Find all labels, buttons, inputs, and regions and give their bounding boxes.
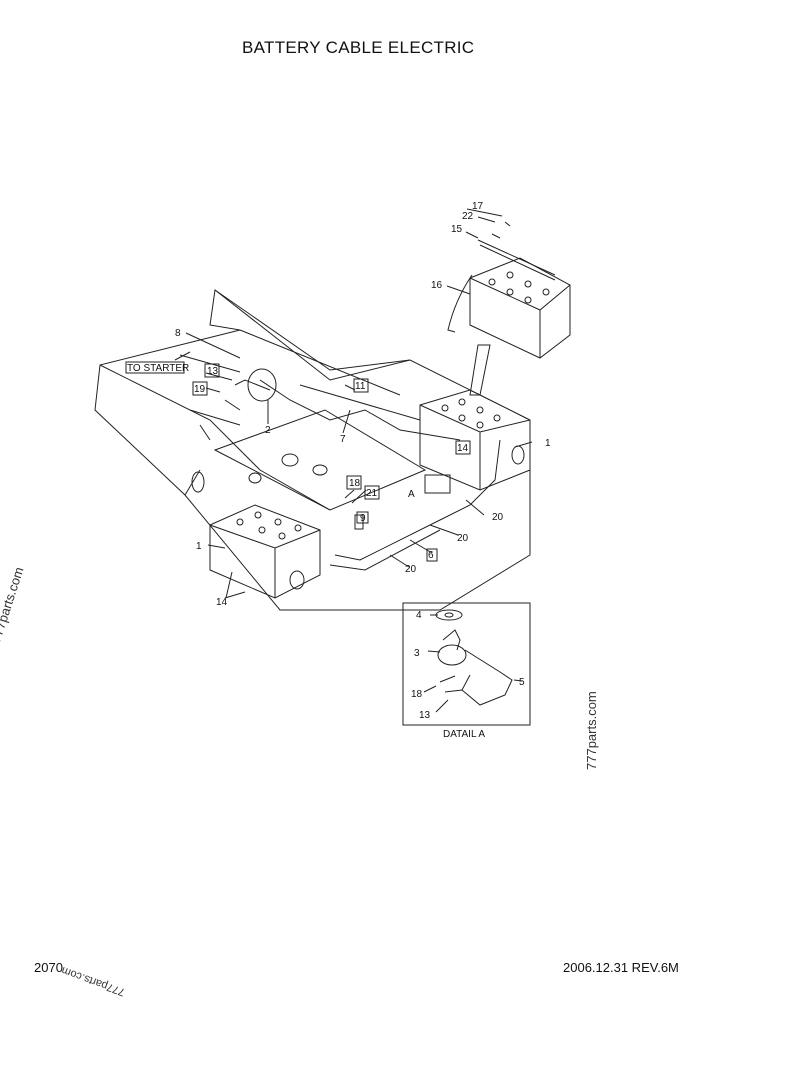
detail-caption: DATAIL A xyxy=(443,729,485,740)
callout-11: 11 xyxy=(355,381,366,392)
detail-callout-4: 4 xyxy=(416,610,422,621)
callout-21: 21 xyxy=(366,488,378,499)
callout-8: 8 xyxy=(175,328,181,339)
callout-14-lower: 14 xyxy=(216,597,228,608)
callout-1-upper: 1 xyxy=(545,438,551,449)
leader-lines xyxy=(185,208,533,599)
detail-callout-3: 3 xyxy=(414,648,420,659)
callout-20-right: 20 xyxy=(492,512,504,523)
detail-callout-5: 5 xyxy=(519,677,525,688)
callout-6: 6 xyxy=(428,550,434,561)
detail-a-frame xyxy=(402,602,531,726)
callout-1-lower: 1 xyxy=(196,541,202,552)
page-number: 2070 xyxy=(34,960,63,975)
battery-lower xyxy=(209,504,321,599)
watermark-right: 777parts.com xyxy=(584,691,599,770)
callout-9: 9 xyxy=(360,513,366,524)
frame-inner-deck xyxy=(213,409,427,511)
to-starter-label: TO STARTER xyxy=(127,363,189,374)
cable-main xyxy=(334,439,501,561)
revision-date: 2006.12.31 REV.6M xyxy=(563,960,679,975)
callout-14-upper: 14 xyxy=(457,443,469,454)
callout-7: 7 xyxy=(340,434,346,445)
callout-16: 16 xyxy=(431,280,443,291)
callout-2: 2 xyxy=(265,425,271,436)
battery-exploded xyxy=(469,257,571,359)
detail-ref-label: A xyxy=(408,489,415,500)
battery-upper xyxy=(419,389,531,491)
callout-19: 19 xyxy=(194,384,206,395)
detail-callout-18: 18 xyxy=(411,689,423,700)
page-title: BATTERY CABLE ELECTRIC xyxy=(242,38,475,57)
callout-20-left: 20 xyxy=(405,564,417,575)
callout-20-middle: 20 xyxy=(457,533,469,544)
callout-15: 15 xyxy=(451,224,463,235)
detail-callout-13: 13 xyxy=(419,710,431,721)
callout-17: 17 xyxy=(472,201,484,212)
callout-18: 18 xyxy=(349,478,361,489)
callout-22: 22 xyxy=(462,211,474,222)
callout-13: 13 xyxy=(207,366,219,377)
